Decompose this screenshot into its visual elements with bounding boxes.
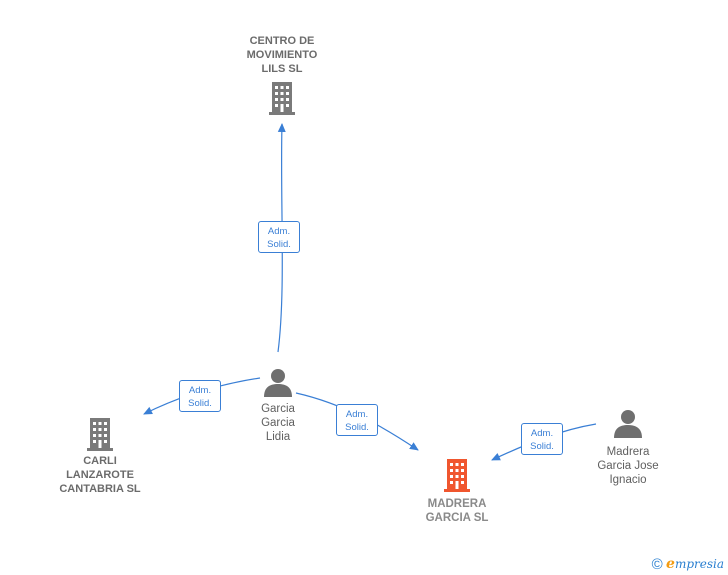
person-icon bbox=[264, 369, 292, 397]
node-madrera-garcia-sl[interactable]: MADRERA GARCIA SL bbox=[397, 457, 517, 525]
brand-name: mpresia bbox=[674, 557, 724, 571]
person-icon bbox=[614, 410, 642, 438]
edge-badge-lidia-carli[interactable]: Adm. Solid. bbox=[179, 380, 221, 412]
node-centro-de-movimiento[interactable]: CENTRO DE MOVIMIENTO LILS SL bbox=[222, 34, 342, 116]
node-label: CENTRO DE MOVIMIENTO LILS SL bbox=[246, 35, 318, 75]
node-label: Madrera Garcia Jose Ignacio bbox=[597, 446, 659, 486]
building-icon bbox=[87, 418, 113, 451]
building-icon bbox=[269, 82, 295, 115]
node-madrera-garcia-jose-ignacio[interactable]: Madrera Garcia Jose Ignacio bbox=[578, 409, 678, 487]
copyright-symbol: © bbox=[651, 556, 663, 573]
node-label: Garcia Garcia Lidia bbox=[261, 403, 295, 443]
node-label: CARLI LANZAROTE CANTABRIA SL bbox=[59, 455, 141, 495]
edge-badge-lidia-madrera[interactable]: Adm. Solid. bbox=[336, 404, 378, 436]
edge-badge-jose-madrera[interactable]: Adm. Solid. bbox=[521, 423, 563, 455]
node-carli-lanzarote-cantabria[interactable]: CARLI LANZAROTE CANTABRIA SL bbox=[40, 416, 160, 496]
node-garcia-garcia-lidia[interactable]: Garcia Garcia Lidia bbox=[238, 368, 318, 444]
building-icon bbox=[444, 459, 470, 492]
brand-initial: e bbox=[666, 556, 675, 572]
empresia-logo[interactable]: © empresia bbox=[652, 556, 724, 573]
edge-badge-lidia-centro[interactable]: Adm. Solid. bbox=[258, 221, 300, 253]
node-label: MADRERA GARCIA SL bbox=[425, 498, 489, 524]
